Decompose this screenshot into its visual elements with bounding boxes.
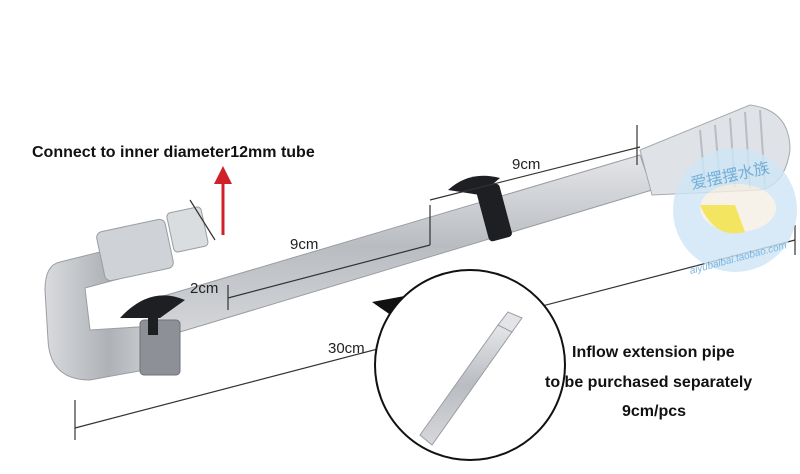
up-arrow-icon — [214, 166, 232, 235]
dim-9cm-top: 9cm — [512, 156, 541, 173]
dim-30cm: 30cm — [328, 340, 365, 357]
connect-label: Connect to inner diameter12mm tube — [32, 144, 315, 161]
dim-2cm: 2cm — [190, 280, 219, 297]
watermark-logo: 爱摆摆水族 aiyubaibai.taobao.com — [673, 148, 797, 277]
inset-circle — [372, 269, 566, 461]
dim-9cm-mid: 9cm — [290, 236, 319, 253]
inflow-line2: to be purchased separately — [545, 374, 753, 391]
inflow-line1: Inflow extension pipe — [572, 344, 735, 361]
elbow-pipe — [44, 206, 209, 381]
suction-cup-icon — [120, 175, 512, 335]
inflow-line3: 9cm/pcs — [622, 403, 687, 420]
